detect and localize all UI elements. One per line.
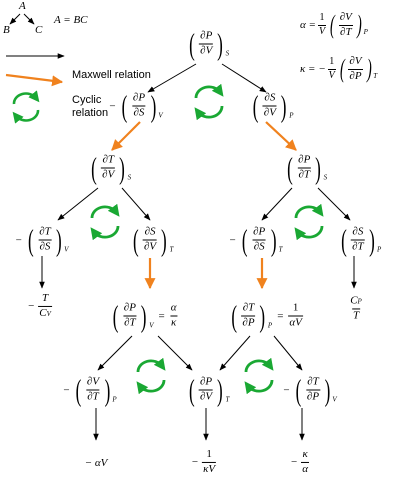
node-l1: −(∂P∂S)V xyxy=(109,88,163,124)
legend-maxwell-label: Maxwell relation xyxy=(72,69,151,81)
legend-cyclic-label: Cyclic relation xyxy=(72,94,109,119)
legend-letter-b: B xyxy=(3,24,10,36)
derivative-edges xyxy=(39,63,357,441)
node-b3: −(∂T∂P)V xyxy=(283,372,337,408)
cyclic-icons xyxy=(90,83,324,395)
node-r3b: (∂S∂T)P xyxy=(341,222,382,258)
node-root: (∂P∂V)S xyxy=(189,26,230,62)
node-l3b: (∂S∂V)T xyxy=(132,222,174,258)
legend-letter-a: A xyxy=(19,0,26,12)
node-b2: (∂P∂V)T xyxy=(188,372,230,408)
node-l3a: −(∂T∂S)V xyxy=(15,222,69,258)
node-result-b1: − αV xyxy=(84,457,108,469)
legend-maxwell-arrow xyxy=(5,73,64,87)
maxwell-edges xyxy=(111,121,297,290)
node-r3a: −(∂P∂S)T xyxy=(229,222,283,258)
legend-letter-c: C xyxy=(35,24,43,36)
node-r2: (∂P∂T)S xyxy=(287,150,328,186)
node-r1: (∂S∂V)P xyxy=(252,88,294,124)
legend-cyclic-icon xyxy=(12,90,40,124)
legend-relation: A = BC xyxy=(54,14,88,26)
legend-triangle-arrows xyxy=(9,13,35,25)
node-b1: −(∂V∂T)P xyxy=(63,372,117,408)
node-l2: (∂T∂V)S xyxy=(91,150,132,186)
